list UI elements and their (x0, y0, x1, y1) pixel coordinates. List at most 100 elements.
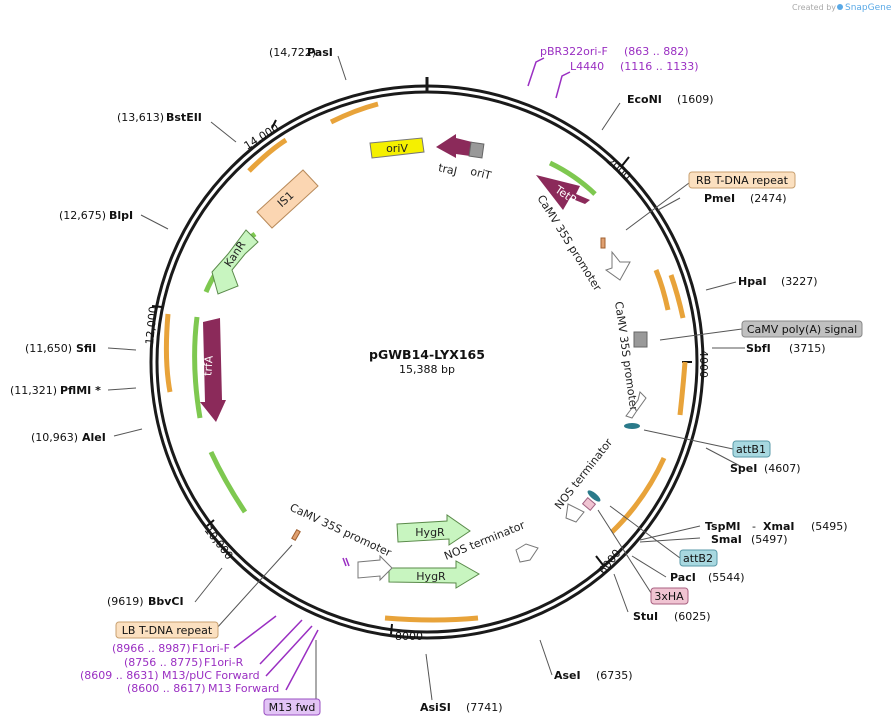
green-arc-10000 (208, 450, 248, 514)
site-name-asei[interactable]: AseI (554, 669, 581, 682)
primer-range-m13f: (8600 .. 8617) (127, 682, 206, 695)
feature-hygr-1: HygR (396, 514, 471, 546)
label-trfa: trfA (201, 355, 215, 377)
feature-kanr: KanR (211, 229, 259, 295)
feature-hygr-2: HygR (388, 560, 480, 589)
ha-marker (581, 497, 597, 511)
primer-range-f1f: (8966 .. 8987) (112, 642, 191, 655)
site-name-pasi[interactable]: PasI (307, 46, 333, 59)
tick-label-8000: 8000 (395, 630, 423, 643)
site-name-paci[interactable]: PacI (670, 571, 696, 584)
site-dash-tspmi: - (752, 520, 756, 533)
feature-is1: IS1 (256, 169, 319, 229)
green-arc-top (548, 160, 597, 196)
site-name-blpi[interactable]: BlpI (109, 209, 133, 222)
feature-oriv: oriV (369, 137, 425, 159)
orange-arc-4000 (677, 361, 688, 416)
tick-label-12000: 12,000 (143, 306, 160, 346)
site-pos-tspmi: (5495) (811, 520, 848, 533)
primer-marks (233, 57, 571, 691)
orange-arc-8000 (384, 615, 479, 623)
box-label-attb1: attB1 (736, 443, 766, 456)
primer-name-m13puc[interactable]: M13/pUC Forward (162, 669, 260, 682)
site-name-hpai[interactable]: HpaI (738, 275, 767, 288)
promoter-arrow-2 (625, 391, 647, 419)
site-pos-bsteii: (13,613) (117, 111, 164, 124)
site-name-asisi[interactable]: AsiSI (420, 701, 451, 714)
box-m13-fwd[interactable]: M13 fwd (263, 698, 321, 716)
site-name-xmai[interactable]: XmaI (763, 520, 794, 533)
site-pos-asei: (6735) (596, 669, 633, 682)
site-pos-alei: (10,963) (31, 431, 78, 444)
primer-name-f1f[interactable]: F1ori-F (192, 642, 230, 655)
site-name-pflmi[interactable]: PflMI * (60, 384, 101, 397)
site-name-tspmi[interactable]: TspMI (705, 520, 741, 533)
orange-arc-hpai-2 (668, 274, 686, 319)
primer-name-f1r[interactable]: F1ori-R (204, 656, 244, 669)
site-name-pmei[interactable]: PmeI (704, 192, 735, 205)
site-pos-bbvci: (9619) (107, 595, 144, 608)
box-camv-polya[interactable]: CaMV poly(A) signal (741, 320, 863, 338)
orange-feature-arcs (163, 101, 688, 623)
label-hygr-1: HygR (415, 526, 445, 539)
box-rb-tdna[interactable]: RB T-DNA repeat (688, 171, 796, 189)
orange-arc-hpai-1 (653, 269, 671, 311)
green-arc-12000 (192, 316, 203, 419)
site-name-spei[interactable]: SpeI (730, 462, 757, 475)
label-nos-1: NOS terminator (552, 436, 615, 512)
site-pos-pmei: (2474) (750, 192, 787, 205)
feature-trfa: trfA (200, 318, 226, 422)
terminator-arrow-1 (515, 543, 539, 563)
box-attb2[interactable]: attB2 (679, 549, 718, 567)
box-label-attb2: attB2 (683, 552, 713, 565)
orange-arc-12000 (163, 313, 173, 393)
orange-arc-top (329, 101, 379, 125)
site-name-econi[interactable]: EcoNI (627, 93, 662, 106)
site-pos-spei: (4607) (764, 462, 801, 475)
box-3xha[interactable]: 3xHA (650, 587, 689, 605)
box-lb-tdna[interactable]: LB T-DNA repeat (115, 621, 219, 639)
label-camv-1: CaMV 35S promoter (534, 193, 604, 294)
primer-name-pbr322[interactable]: pBR322ori-F (540, 45, 608, 58)
orange-arc-5000 (610, 456, 667, 534)
feature-traj: traJ oriT (436, 134, 493, 183)
site-pos-sfii: (11,650) (25, 342, 72, 355)
box-label-m13fwd: M13 fwd (269, 701, 316, 714)
site-pos-sbfi: (3715) (789, 342, 826, 355)
site-name-bsteii[interactable]: BstEII (166, 111, 202, 124)
plasmid-length: 15,388 bp (399, 363, 455, 376)
primer-range-l4440: (1116 .. 1133) (620, 60, 699, 73)
polya-block (633, 331, 648, 348)
site-name-smai[interactable]: SmaI (711, 533, 742, 546)
label-traj: traJ (437, 161, 458, 178)
promoter-arrow-3 (565, 503, 585, 523)
primer-line-l4440 (555, 71, 571, 99)
primer-name-l4440[interactable]: L4440 (570, 60, 604, 73)
box-label-ha: 3xHA (654, 590, 684, 603)
box-label-polya: CaMV poly(A) signal (747, 323, 857, 336)
box-label-lb: LB T-DNA repeat (122, 624, 213, 637)
label-hygr-2: HygR (416, 570, 446, 583)
label-camv-2: CaMV 35S promoter (612, 301, 640, 413)
brand-text: SnapGene (845, 3, 892, 13)
site-pos-econi: (1609) (677, 93, 714, 106)
credit-text: Created by (792, 3, 836, 12)
primer-line-pbr322 (527, 57, 545, 87)
primer-range-f1r: (8756 .. 8775) (124, 656, 203, 669)
label-camv-3: CaMV 35S promoter (288, 501, 394, 560)
site-name-sfii[interactable]: SfiI (76, 342, 96, 355)
site-name-bbvci[interactable]: BbvCI (148, 595, 184, 608)
tick-label-2000: 2000 (604, 155, 634, 183)
primer-range-m13puc: (8609 .. 8631) (80, 669, 159, 682)
primer-range-pbr322: (863 .. 882) (624, 45, 689, 58)
box-attb1[interactable]: attB1 (732, 440, 771, 458)
tick-label-10000: 10,000 (202, 524, 236, 562)
primer-line-m13puc (265, 625, 313, 677)
site-name-sbfi[interactable]: SbfI (746, 342, 771, 355)
site-name-stui[interactable]: StuI (633, 610, 658, 623)
site-name-alei[interactable]: AleI (82, 431, 106, 444)
plasmid-name: pGWB14-LYX165 (369, 347, 485, 362)
box-label-rb: RB T-DNA repeat (696, 174, 789, 187)
primer-name-m13f[interactable]: M13 Forward (208, 682, 279, 695)
